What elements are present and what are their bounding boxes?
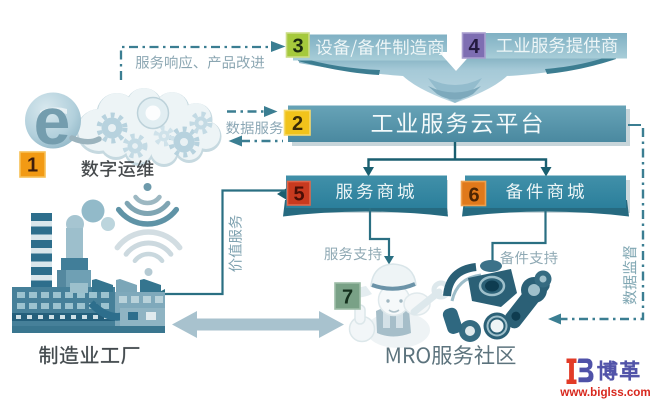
svg-text:3: 3: [292, 36, 303, 58]
svg-text:6: 6: [468, 185, 479, 207]
svg-text:e: e: [34, 84, 71, 158]
svg-text:2: 2: [292, 113, 303, 135]
svg-text:4: 4: [468, 36, 480, 58]
svg-text:5: 5: [293, 184, 304, 206]
svg-text:1: 1: [27, 155, 38, 177]
svg-text:www.biglss.com: www.biglss.com: [559, 386, 650, 399]
svg-text:7: 7: [342, 287, 353, 309]
